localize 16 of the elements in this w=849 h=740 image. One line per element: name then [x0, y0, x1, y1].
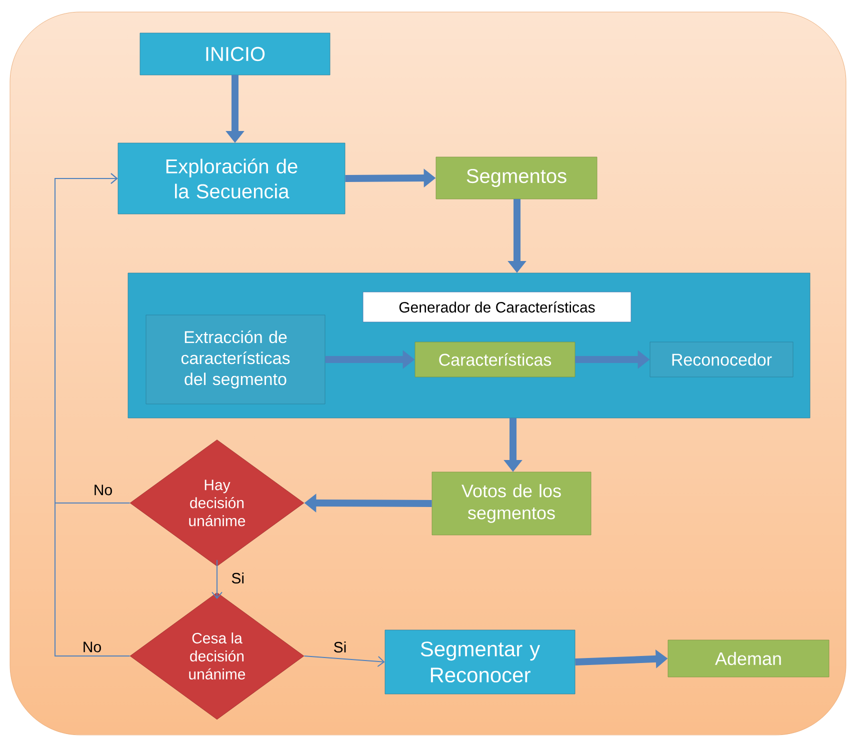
process-box: Reconocedor: [650, 342, 794, 378]
arrow: [212, 560, 222, 599]
output-box: Características: [414, 342, 576, 378]
arrow: [304, 656, 385, 667]
output-box: Ademan: [668, 640, 830, 678]
edge-label: Si: [334, 642, 346, 652]
process-box: INICIO: [140, 32, 330, 76]
process-box: Exploración de la Secuencia: [118, 142, 346, 214]
output-box: Votos de los segmentos: [432, 472, 592, 536]
process-box: Extracción de características del segmento: [146, 314, 326, 404]
edge-label: No: [84, 642, 101, 652]
arrow: [54, 173, 130, 656]
process-box: Segmentar y Reconocer: [384, 630, 576, 694]
edge-label: No: [94, 484, 112, 496]
edge-label: Si: [232, 572, 244, 584]
output-box: Segmentos: [436, 156, 598, 200]
